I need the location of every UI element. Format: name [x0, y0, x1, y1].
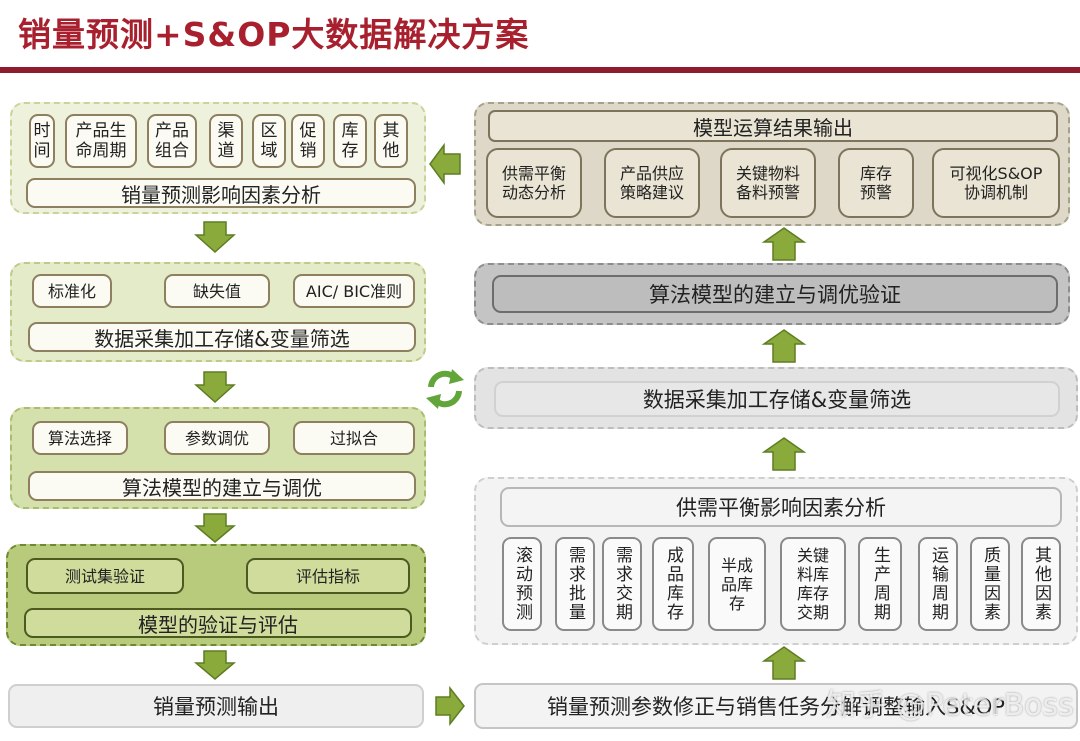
- result-item: 可视化S&OP 协调机制: [932, 148, 1060, 218]
- up-arrow-icon: [761, 227, 807, 261]
- data-processing-panel: 标准化 缺失值 AIC/ BIC准则 数据采集加工存储&变量筛选: [10, 262, 426, 362]
- up-arrow-icon: [761, 646, 807, 680]
- results-panel: 模型运算结果输出 供需平衡 动态分析 产品供应 策略建议 关键物料 备料预警 库…: [474, 102, 1070, 226]
- down-arrow-icon: [193, 650, 237, 680]
- data-processing-right-panel: 数据采集加工存储&变量筛选: [474, 367, 1078, 429]
- factor-item: 产品生 命周期: [65, 114, 137, 168]
- supply-factor-item: 成品库存: [652, 537, 694, 631]
- result-item: 供需平衡 动态分析: [486, 148, 582, 218]
- evaluation-label: 模型的验证与评估: [24, 608, 412, 638]
- factor-item: 时 间: [29, 114, 55, 168]
- method-item: 算法选择: [32, 421, 128, 455]
- sop-input-bar: 销量预测参数修正与销售任务分解调整输入S&OP: [474, 683, 1078, 729]
- data-processing-right-bar: 数据采集加工存储&变量筛选: [494, 381, 1060, 417]
- supply-factor-item: 其他因素: [1021, 537, 1061, 631]
- result-item: 关键物料 备料预警: [720, 148, 816, 218]
- algorithm-label: 算法模型的建立与调优: [28, 471, 416, 501]
- left-arrow-icon: [429, 142, 461, 186]
- factors-label: 销量预测影响因素分析: [26, 178, 416, 208]
- supply-factor-item: 运输周期: [918, 537, 958, 631]
- factor-item: 促 销: [291, 114, 325, 168]
- result-item: 库存 预警: [838, 148, 914, 218]
- factor-item: 其 他: [374, 114, 408, 168]
- method-item: 缺失值: [164, 274, 270, 308]
- evaluation-panel: 测试集验证 评估指标 模型的验证与评估: [6, 544, 426, 646]
- supply-factor-item: 需求批量: [555, 537, 595, 631]
- supply-factor-item: 滚动预测: [502, 537, 542, 631]
- down-arrow-icon: [193, 513, 237, 543]
- up-arrow-icon: [761, 437, 807, 471]
- up-arrow-icon: [761, 329, 807, 363]
- page-title: 销量预测+S&OP大数据解决方案: [18, 15, 530, 54]
- down-arrow-icon: [194, 371, 236, 404]
- supply-factor-item: 生产周期: [858, 537, 902, 631]
- algorithm-validation-bar: 算法模型的建立与调优验证: [492, 275, 1058, 313]
- factor-item: 产品 组合: [147, 114, 197, 168]
- data-processing-label: 数据采集加工存储&变量筛选: [28, 322, 416, 352]
- supply-factor-item: 半成 品库 存: [708, 537, 766, 631]
- refresh-cycle-icon: [426, 369, 464, 409]
- supply-demand-panel: 供需平衡影响因素分析 滚动预测 需求批量 需求交期 成品库存 半成 品库 存 关…: [474, 477, 1078, 645]
- supply-factor-item: 需求交期: [602, 537, 642, 631]
- algorithm-panel: 算法选择 参数调优 过拟合 算法模型的建立与调优: [10, 407, 426, 509]
- title-divider: [0, 67, 1080, 73]
- factor-item: 渠 道: [209, 114, 243, 168]
- watermark: 知乎 @PeterBoss: [826, 688, 1074, 723]
- method-item: 过拟合: [293, 421, 415, 455]
- method-item: 参数调优: [164, 421, 270, 455]
- factor-item: 区 域: [252, 114, 286, 168]
- supply-factor-item: 关键 料库 库存 交期: [780, 537, 846, 631]
- down-arrow-icon: [194, 221, 236, 254]
- results-header: 模型运算结果输出: [488, 110, 1058, 142]
- forecast-output: 销量预测输出: [8, 684, 424, 728]
- factor-item: 库 存: [333, 114, 367, 168]
- method-item: 标准化: [32, 274, 112, 308]
- method-item: AIC/ BIC准则: [293, 274, 415, 308]
- method-item: 评估指标: [246, 558, 410, 594]
- algorithm-validation-panel: 算法模型的建立与调优验证: [474, 263, 1070, 325]
- supply-demand-header: 供需平衡影响因素分析: [500, 487, 1062, 527]
- method-item: 测试集验证: [26, 558, 184, 594]
- result-item: 产品供应 策略建议: [604, 148, 700, 218]
- right-arrow-icon: [435, 685, 465, 727]
- supply-factor-item: 质量因素: [970, 537, 1010, 631]
- factors-panel: 时 间 产品生 命周期 产品 组合 渠 道 区 域 促 销 库 存 其 他 销量…: [10, 102, 426, 214]
